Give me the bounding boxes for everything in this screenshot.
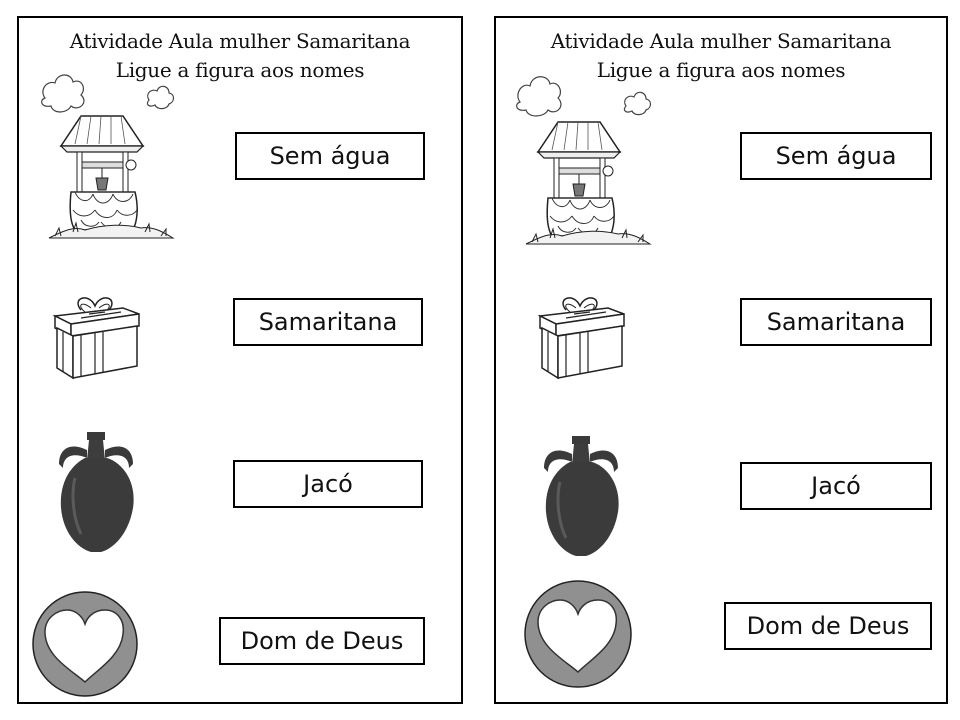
label-box-jaco: Jacó: [233, 460, 423, 508]
label-box-dom-de-deus: Dom de Deus: [724, 602, 932, 650]
cloud-icon: [516, 76, 652, 117]
worksheet-title: Atividade Aula mulher Samaritana: [69, 29, 411, 53]
label-box-sem-agua: Sem água: [235, 132, 425, 180]
worksheet-right: Atividade Aula mulher Samaritana Ligue a…: [494, 16, 948, 704]
worksheet-left: Atividade Aula mulher Samaritana Ligue a…: [17, 16, 463, 704]
label-box-jaco: Jacó: [740, 462, 932, 510]
heart-icon: [32, 591, 138, 697]
label-box-samaritana: Samaritana: [233, 298, 423, 346]
well-icon: [48, 115, 175, 239]
label-box-sem-agua: Sem água: [740, 132, 932, 180]
label-box-dom-de-deus: Dom de Deus: [219, 617, 425, 665]
label-box-samaritana: Samaritana: [740, 298, 932, 346]
jar-icon: [544, 436, 619, 556]
worksheet-title: Atividade Aula mulher Samaritana: [550, 29, 892, 53]
worksheet-subtitle: Ligue a figura aos nomes: [596, 58, 846, 82]
gift-box-icon: [52, 297, 140, 380]
worksheet-subtitle: Ligue a figura aos nomes: [115, 58, 365, 82]
well-icon: [525, 121, 652, 245]
gift-box-icon: [537, 297, 625, 380]
cloud-icon: [41, 74, 175, 113]
jar-icon: [59, 432, 134, 552]
heart-icon: [524, 580, 632, 688]
